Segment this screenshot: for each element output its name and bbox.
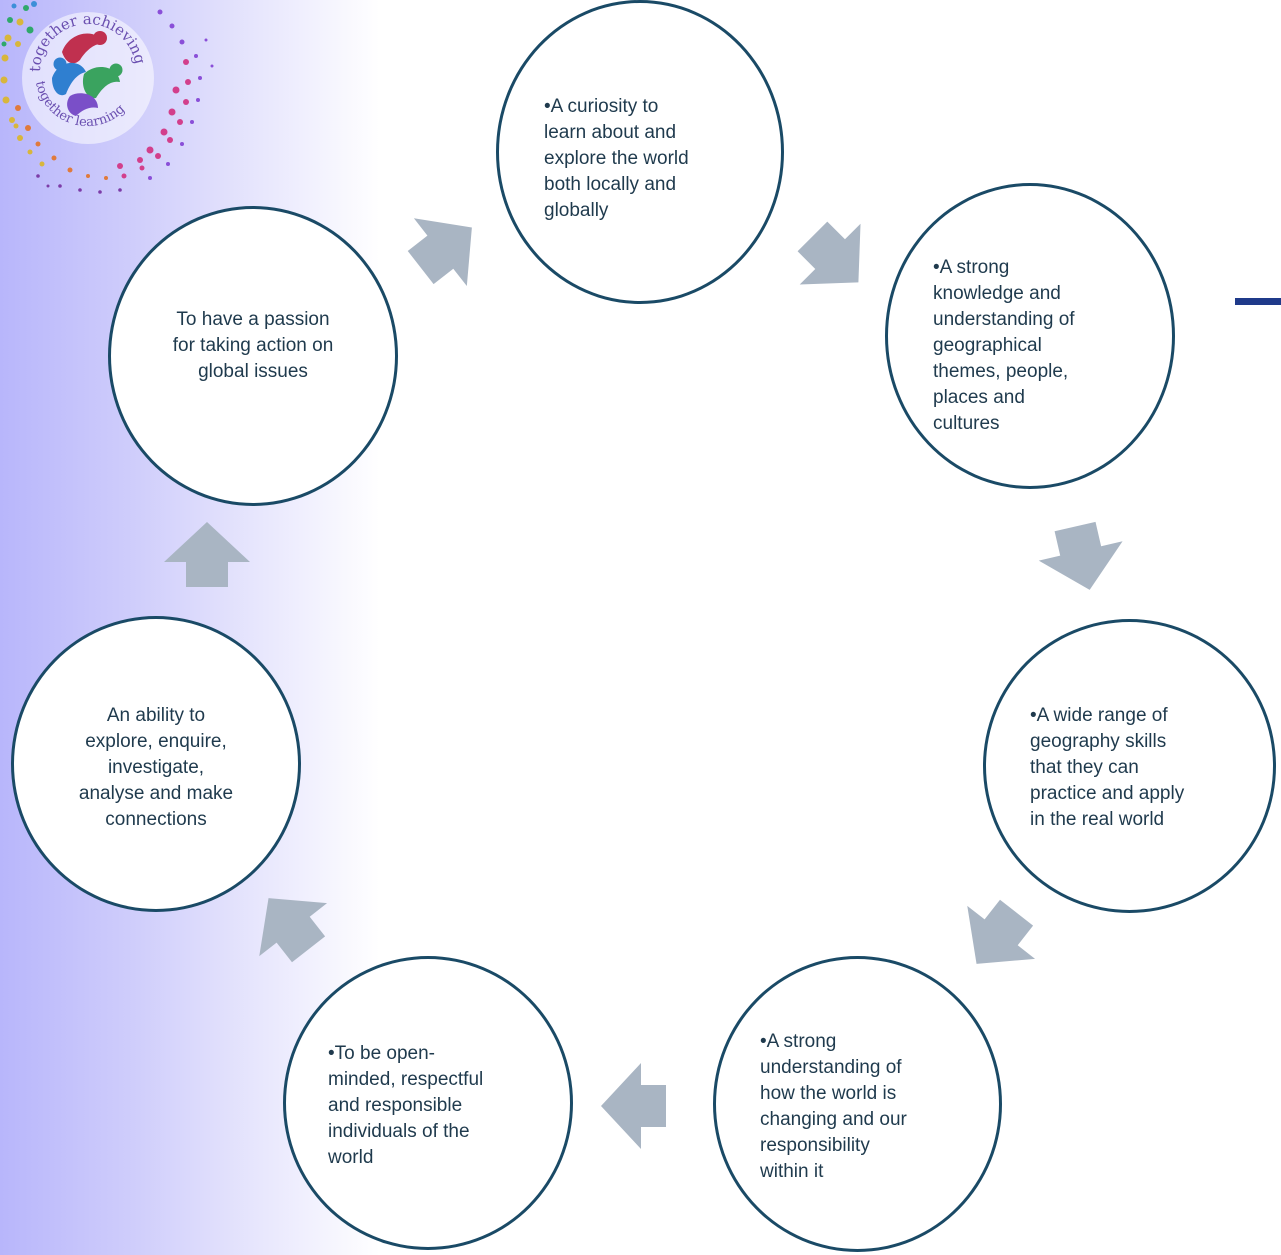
- cycle-node-7-text: To have a passion for taking action on g…: [172, 309, 334, 382]
- accent-dash: [1235, 298, 1281, 305]
- cycle-node-2-text: •A strong knowledge and understanding of…: [933, 257, 1075, 434]
- logo-figures-icon: [52, 31, 123, 116]
- arrow-7-to-1: [407, 218, 472, 287]
- arrow-3-to-4: [967, 899, 1036, 964]
- arrow-5-to-6: [259, 898, 328, 963]
- school-logo: together achieving together learning: [0, 1, 214, 194]
- cycle-node-2: [885, 183, 1175, 489]
- cycle-node-6-text: An ability to explore, enquire, investig…: [78, 705, 234, 830]
- cycle-node-3: [983, 619, 1276, 913]
- cycle-node-4-text: •A strong understanding of how the world…: [760, 1031, 907, 1182]
- arrow-2-to-3: [1038, 521, 1123, 590]
- cycle-node-1-text: •A curiosity to learn about and explore …: [544, 96, 689, 221]
- arrow-1-to-2: [797, 221, 861, 285]
- cycle-node-4: [713, 956, 1002, 1252]
- cycle-node-3-text: •A wide range of geography skills that t…: [1030, 705, 1185, 830]
- arrow-4-to-5: [601, 1063, 666, 1149]
- arrow-6-to-7: [164, 522, 250, 587]
- cycle-node-5-text: •To be open- minded, respectful and resp…: [328, 1043, 484, 1168]
- cycle-node-6: [11, 616, 301, 912]
- cycle-node-7: [108, 206, 398, 506]
- cycle-node-1: [496, 0, 784, 304]
- cycle-node-5: [283, 956, 573, 1250]
- logo-dot-ring: [0, 1, 214, 194]
